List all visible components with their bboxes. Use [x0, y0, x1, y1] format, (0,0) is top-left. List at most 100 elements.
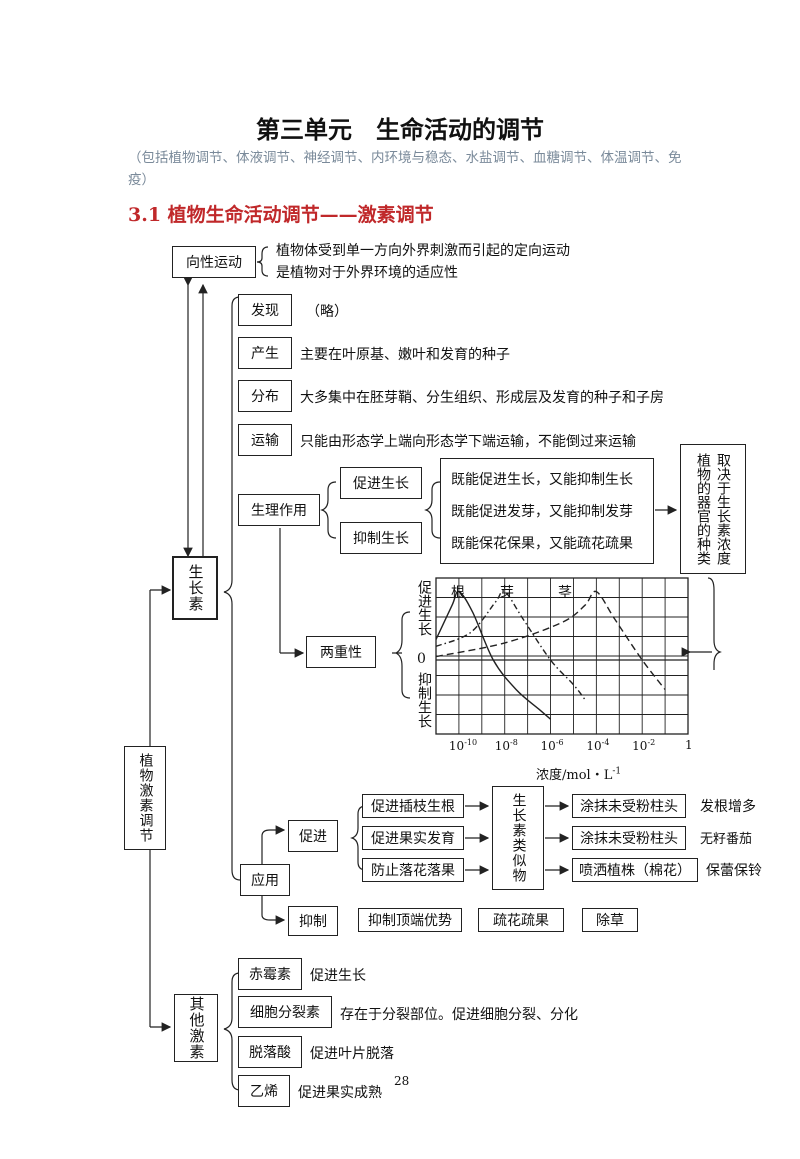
chart-series-line-1 — [435, 590, 586, 700]
chart-xlabel-text: 浓度/mol・L — [536, 768, 613, 783]
auxin-item-label: 发现 — [251, 303, 279, 319]
chart-series-line-0 — [435, 590, 552, 720]
promote-growth-label: 促进生长 — [353, 476, 409, 492]
effect-item: 既能保花保果，又能疏花疏果 — [451, 536, 633, 552]
chart-x-tick-label: 10-4 — [586, 738, 610, 753]
physio-box: 生理作用 — [238, 494, 320, 526]
other-item-desc: 促进生长 — [310, 968, 366, 984]
other-item-desc: 促进果实成熟 — [298, 1085, 382, 1101]
chart-x-tick-label: 10-10 — [448, 738, 478, 753]
promote-item-label: 防止落花落果 — [371, 863, 455, 879]
chart-xlabel-sup: -1 — [612, 766, 622, 777]
other-item-label: 乙烯 — [250, 1084, 278, 1100]
chart-ylabel-promote: 促进生长 — [416, 580, 432, 636]
chart-x-tick-label: 10-8 — [494, 738, 518, 753]
chart-ylabel-zero: 0 — [417, 651, 426, 667]
auxin-box: 生长素 — [172, 556, 218, 620]
inhibit-item-label: 除草 — [596, 913, 624, 929]
auxin-item-desc: 只能由形态学上端向形态学下端运输，不能倒过来运输 — [300, 434, 636, 450]
chart-x-tick-label: 1 — [685, 738, 693, 752]
duality-box: 两重性 — [306, 636, 376, 668]
chart-x-tick-label: 10-2 — [632, 738, 656, 753]
promote-item-label: 促进果实发育 — [371, 831, 455, 847]
app-promote-label: 促进 — [299, 829, 327, 845]
physio-label: 生理作用 — [251, 503, 307, 519]
inhibit-growth-label: 抑制生长 — [353, 531, 409, 547]
chart-organ-label-root: 根 — [451, 585, 465, 601]
tropism-label: 向性运动 — [186, 255, 242, 271]
auxin-item-label: 分布 — [251, 389, 279, 405]
depends-box: 取决于生长素浓度 植物的器官的种类 — [680, 444, 746, 574]
method-item-box: 涂抹未受粉柱头 — [572, 794, 686, 818]
chart-ylabel-inhibit: 抑制生长 — [416, 672, 432, 728]
organ-type-text: 植物的器官的种类 — [695, 453, 711, 565]
tropism-box: 向性运动 — [172, 246, 256, 278]
auxin-analog-label: 生长素类似物 — [510, 793, 527, 883]
auxin-item-distribution: 分布 — [238, 380, 292, 412]
chart-x-tick-label: 10-6 — [540, 738, 564, 753]
other-item-box: 赤霉素 — [238, 958, 302, 990]
application-label: 应用 — [251, 873, 279, 889]
other-item-box: 乙烯 — [238, 1075, 290, 1107]
depends-text: 取决于生长素浓度 — [715, 453, 731, 565]
inhibit-growth-box: 抑制生长 — [340, 522, 422, 554]
app-inhibit-label: 抑制 — [299, 914, 327, 930]
root-label: 植物激素调节 — [137, 753, 154, 843]
inhibit-item-box: 抑制顶端优势 — [358, 908, 462, 932]
other-item-box: 脱落酸 — [238, 1036, 302, 1068]
inhibit-item-label: 抑制顶端优势 — [368, 913, 452, 929]
method-item-label: 喷洒植株（棉花） — [579, 863, 691, 879]
promote-item-box: 促进插枝生根 — [362, 794, 464, 818]
auxin-analog-box: 生长素类似物 — [492, 786, 544, 890]
section-heading: 3.1 植物生命活动调节——激素调节 — [128, 204, 434, 226]
tropism-desc-1: 植物体受到单一方向外界刺激而引起的定向运动 — [276, 243, 570, 259]
auxin-item-label: 运输 — [251, 433, 279, 449]
method-item-label: 涂抹未受粉柱头 — [580, 831, 678, 847]
other-item-desc: 促进叶片脱落 — [310, 1046, 394, 1062]
promote-item-box: 防止落花落果 — [362, 858, 464, 882]
auxin-item-production: 产生 — [238, 337, 292, 369]
auxin-item-desc: （略） — [306, 304, 348, 320]
chart-organ-label-stem: 茎 — [558, 585, 572, 601]
method-item-box: 涂抹未受粉柱头 — [572, 826, 686, 850]
other-item-desc: 存在于分裂部位。促进细胞分裂、分化 — [340, 1007, 578, 1023]
app-inhibit-box: 抑制 — [288, 906, 338, 936]
result-text: 发根增多 — [700, 799, 756, 815]
auxin-label: 生长素 — [186, 564, 205, 612]
chart-organ-label-bud: 芽 — [500, 585, 514, 601]
other-item-label: 脱落酸 — [249, 1045, 291, 1061]
inhibit-item-box: 除草 — [582, 908, 638, 932]
result-text: 保蕾保铃 — [706, 863, 762, 879]
page-title: 第三单元 生命活动的调节 — [256, 116, 544, 144]
auxin-item-desc: 主要在叶原基、嫩叶和发育的种子 — [300, 347, 510, 363]
other-item-label: 细胞分裂素 — [250, 1005, 320, 1021]
promote-growth-box: 促进生长 — [340, 467, 422, 499]
other-item-box: 细胞分裂素 — [238, 996, 332, 1028]
effect-item: 既能促进生长，又能抑制生长 — [451, 472, 633, 488]
auxin-item-desc: 大多集中在胚芽鞘、分生组织、形成层及发育的种子和子房 — [300, 390, 664, 406]
effect-item: 既能促进发芽，又能抑制发芽 — [451, 504, 633, 520]
chart-xlabel: 浓度/mol・L-1 — [536, 764, 621, 783]
promote-item-box: 促进果实发育 — [362, 826, 464, 850]
page-number: 28 — [394, 1074, 410, 1088]
tropism-desc-2: 是植物对于外界环境的适应性 — [276, 265, 458, 281]
page-subtitle: （包括植物调节、体液调节、神经调节、内环境与稳态、水盐调节、血糖调节、体温调节、… — [128, 150, 682, 188]
other-hormones-label: 其他激素 — [187, 996, 206, 1060]
promote-item-label: 促进插枝生根 — [371, 799, 455, 815]
app-promote-box: 促进 — [288, 820, 338, 852]
other-hormones-box: 其他激素 — [174, 994, 218, 1062]
method-item-label: 涂抹未受粉柱头 — [580, 799, 678, 815]
auxin-item-discovery: 发现 — [238, 294, 292, 326]
inhibit-item-box: 疏花疏果 — [478, 908, 564, 932]
root-box: 植物激素调节 — [124, 746, 166, 850]
inhibit-item-label: 疏花疏果 — [493, 913, 549, 929]
effects-box: 既能促进生长，又能抑制生长 既能促进发芽，又能抑制发芽 既能保花保果，又能疏花疏… — [440, 458, 654, 564]
other-item-label: 赤霉素 — [249, 967, 291, 983]
auxin-item-label: 产生 — [251, 346, 279, 362]
chart-series-line-2 — [435, 590, 666, 691]
method-item-box: 喷洒植株（棉花） — [572, 858, 698, 882]
duality-label: 两重性 — [320, 645, 362, 661]
application-box: 应用 — [240, 864, 290, 896]
result-text: 无籽番茄 — [700, 832, 753, 847]
auxin-item-transport: 运输 — [238, 424, 292, 456]
